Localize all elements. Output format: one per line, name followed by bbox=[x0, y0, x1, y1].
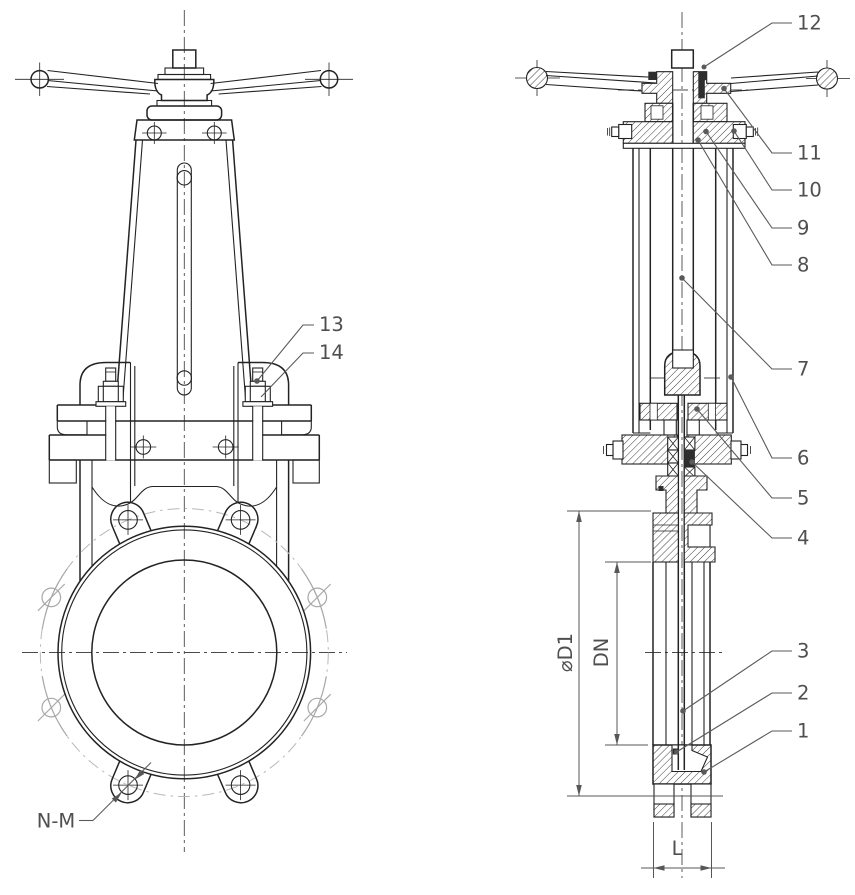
callout-1: 1 bbox=[701, 720, 809, 775]
plate-hole-right bbox=[212, 435, 239, 459]
body-ear-right bbox=[292, 459, 320, 484]
callout-2: 2 bbox=[674, 682, 809, 755]
flange-lug bbox=[216, 501, 259, 545]
dim-d1: ⌀D1 bbox=[554, 510, 723, 797]
flange-raised-face bbox=[61, 529, 308, 776]
yoke-top-plate bbox=[607, 121, 759, 149]
plate-hole-left bbox=[130, 435, 157, 459]
slot-pin-top bbox=[176, 170, 193, 186]
callout-13-label: 13 bbox=[319, 313, 344, 336]
dim-dn: DN bbox=[590, 561, 651, 746]
callout-11: 11 bbox=[721, 85, 822, 165]
callout-1-label: 1 bbox=[797, 720, 809, 743]
bonnet-bolt-left bbox=[603, 440, 624, 460]
packing-seal bbox=[684, 450, 695, 467]
bolt-circle-label: ⌀D1 bbox=[554, 633, 577, 672]
callout-5: 5 bbox=[694, 406, 809, 510]
side-view: ⌀D1 DN L 12 11 bbox=[515, 12, 850, 878]
yoke-legs bbox=[632, 148, 734, 434]
callout-4: 4 bbox=[689, 459, 809, 550]
body-neck bbox=[652, 475, 716, 563]
wheel-knob-right bbox=[319, 69, 339, 89]
stem-top-square bbox=[670, 49, 695, 69]
callout-9-label: 9 bbox=[797, 217, 809, 240]
callout-12: 12 bbox=[701, 12, 822, 70]
stem-clevis bbox=[663, 349, 701, 396]
callout-13: 13 bbox=[254, 313, 344, 384]
flange-lug bbox=[216, 760, 259, 804]
face-to-face-label: L bbox=[672, 837, 683, 860]
body-ear-left bbox=[48, 459, 77, 484]
callout-11-label: 11 bbox=[797, 142, 822, 165]
callout-12-label: 12 bbox=[797, 12, 822, 35]
callout-3-label: 3 bbox=[797, 640, 809, 663]
callout-6-label: 6 bbox=[797, 447, 809, 470]
yoke-bolt-hole-right bbox=[202, 122, 227, 144]
callout-9: 9 bbox=[703, 128, 809, 240]
callout-5-label: 5 bbox=[797, 487, 809, 510]
callout-14-label: 14 bbox=[319, 341, 344, 364]
callout-6: 6 bbox=[728, 374, 809, 470]
bore-label: DN bbox=[590, 638, 613, 668]
stem-slot bbox=[176, 162, 193, 396]
front-view: N-M 13 14 bbox=[15, 10, 353, 852]
dim-l: L bbox=[641, 822, 725, 878]
front-view-centerlines bbox=[22, 10, 347, 852]
callout-4-label: 4 bbox=[797, 527, 809, 550]
callout-14: 14 bbox=[260, 341, 344, 398]
flange-bore bbox=[91, 559, 278, 746]
bonnet-bolt-right bbox=[730, 440, 751, 460]
yoke-bolt-hole-left bbox=[142, 122, 167, 144]
callout-8: 8 bbox=[695, 137, 809, 277]
bonnet-section bbox=[603, 402, 751, 478]
callout-2-label: 2 bbox=[797, 682, 809, 705]
stem-nut-left bbox=[641, 71, 674, 104]
stem-bushing bbox=[698, 80, 705, 99]
bonnet-front bbox=[79, 361, 290, 503]
gland-stud-left bbox=[95, 367, 127, 461]
valve-body-front bbox=[79, 460, 290, 581]
callout-10-label: 10 bbox=[797, 179, 822, 202]
callout-8-label: 8 bbox=[797, 254, 809, 277]
flange-od bbox=[57, 525, 312, 780]
wheel-knob-left bbox=[525, 66, 549, 90]
body-tube bbox=[652, 562, 711, 745]
gland-stud-right bbox=[242, 367, 274, 461]
yoke-bolt-left bbox=[607, 123, 633, 140]
stem-key bbox=[648, 71, 657, 80]
yoke-front bbox=[115, 119, 254, 406]
wheel-knob-left bbox=[30, 69, 50, 89]
callout-3: 3 bbox=[680, 640, 809, 714]
flange-lug bbox=[110, 760, 152, 804]
bottom-flange bbox=[652, 744, 712, 818]
dim-nm: N-M bbox=[37, 762, 152, 833]
stem-assembly bbox=[641, 49, 732, 363]
callout-7-label: 7 bbox=[797, 358, 809, 381]
slot-pin-bottom bbox=[176, 370, 193, 386]
packing-rings bbox=[667, 436, 696, 478]
handwheel-side bbox=[515, 60, 850, 97]
flange-lug bbox=[110, 501, 152, 545]
wheel-knob-right bbox=[815, 67, 839, 90]
callout-7: 7 bbox=[679, 275, 809, 381]
phantom-bolt-hole bbox=[37, 583, 332, 722]
callout-10: 10 bbox=[731, 128, 822, 202]
bolt-spec-label: N-M bbox=[37, 810, 75, 833]
stem-key bbox=[698, 71, 707, 80]
bolt-circle bbox=[39, 508, 329, 797]
